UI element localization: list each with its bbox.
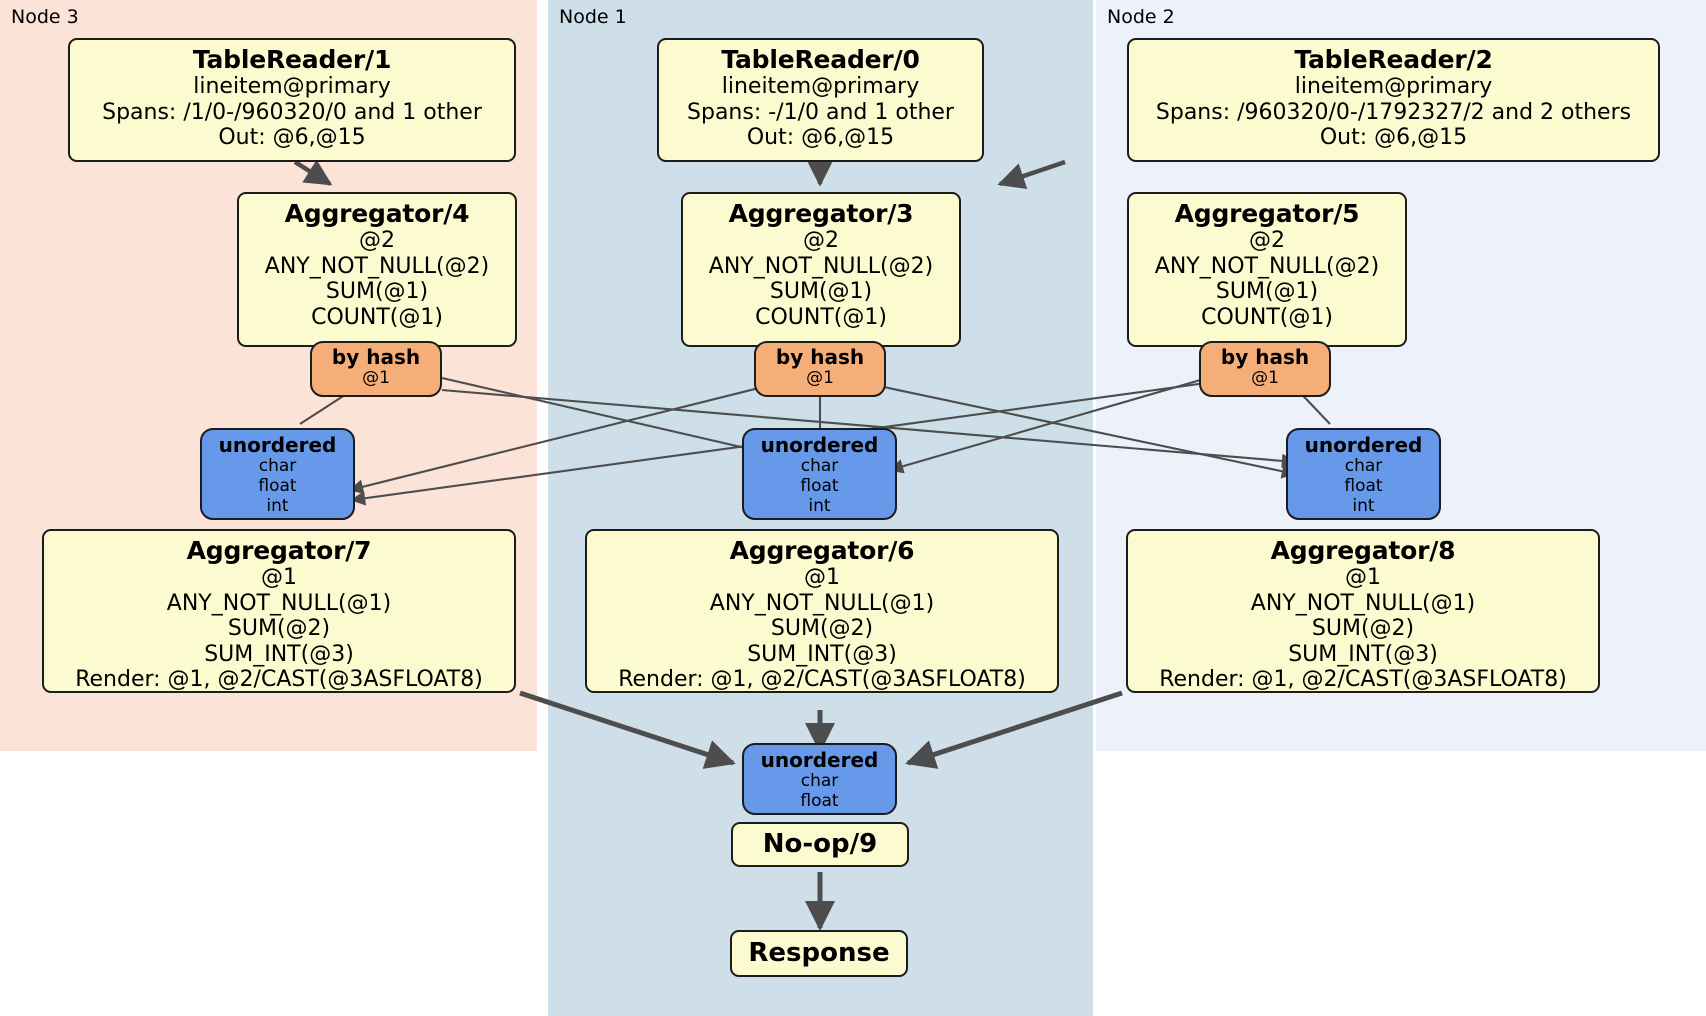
processor-detail-line: ANY_NOT_NULL(@1) bbox=[166, 590, 392, 616]
processor-detail-line: ANY_NOT_NULL(@2) bbox=[1154, 253, 1380, 279]
router-by-hash-node-2[interactable]: by hash @1 bbox=[1199, 341, 1331, 397]
processor-detail-line: Spans: -/1/0 and 1 other bbox=[687, 99, 954, 125]
synchronizer-unordered-node-2[interactable]: unordered char float int bbox=[1286, 428, 1441, 520]
processor-title: TableReader/1 bbox=[192, 45, 392, 74]
synchronizer-unordered-node-3[interactable]: unordered char float int bbox=[200, 428, 355, 520]
synchronizer-unordered-node-1[interactable]: unordered char float int bbox=[742, 428, 897, 520]
processor-detail-line: Out: @6,@15 bbox=[1319, 125, 1468, 151]
synchronizer-unordered-final[interactable]: unordered char float bbox=[742, 743, 897, 815]
router-detail-line: @1 bbox=[362, 368, 390, 389]
processor-title: Response bbox=[748, 938, 890, 969]
processor-render-line: Render: @1, @2/CAST(@3ASFLOAT8) bbox=[618, 667, 1026, 693]
synchronizer-type-line: float bbox=[800, 790, 839, 811]
processor-title: TableReader/2 bbox=[1294, 45, 1493, 74]
synchronizer-type-line: char bbox=[800, 456, 839, 477]
synchronizer-type-line: float bbox=[1344, 475, 1383, 496]
processor-detail-line: @1 bbox=[804, 565, 840, 590]
router-title: by hash bbox=[775, 345, 865, 369]
processor-table-reader-1[interactable]: TableReader/1 lineitem@primary Spans: /1… bbox=[68, 38, 516, 162]
processor-detail-line: SUM(@1) bbox=[325, 279, 429, 305]
processor-detail-line: SUM(@2) bbox=[1311, 616, 1415, 642]
processor-aggregator-7[interactable]: Aggregator/7 @1 ANY_NOT_NULL(@1) SUM(@2)… bbox=[42, 529, 516, 693]
processor-detail-line: @2 bbox=[1249, 228, 1285, 253]
router-title: by hash bbox=[331, 345, 421, 369]
processor-detail-line: Spans: /960320/0-/1792327/2 and 2 others bbox=[1155, 99, 1632, 125]
processor-title: TableReader/0 bbox=[721, 45, 920, 74]
processor-table-reader-2[interactable]: TableReader/2 lineitem@primary Spans: /9… bbox=[1127, 38, 1660, 162]
processor-detail-line: Spans: /1/0-/960320/0 and 1 other bbox=[102, 99, 482, 125]
node-panel-label-node-2: Node 2 bbox=[1107, 6, 1175, 28]
processor-detail-line: COUNT(@1) bbox=[1201, 304, 1333, 330]
processor-detail-line: Out: @6,@15 bbox=[746, 125, 895, 151]
processor-title: Aggregator/7 bbox=[186, 536, 372, 565]
processor-title: Aggregator/8 bbox=[1270, 536, 1456, 565]
processor-render-line: Render: @1, @2/CAST(@3ASFLOAT8) bbox=[1159, 667, 1567, 693]
router-by-hash-node-3[interactable]: by hash @1 bbox=[310, 341, 442, 397]
processor-title: Aggregator/5 bbox=[1174, 199, 1360, 228]
router-by-hash-node-1[interactable]: by hash @1 bbox=[754, 341, 886, 397]
processor-detail-line: lineitem@primary bbox=[1294, 74, 1493, 99]
router-detail-line: @1 bbox=[1251, 368, 1279, 389]
processor-aggregator-6[interactable]: Aggregator/6 @1 ANY_NOT_NULL(@1) SUM(@2)… bbox=[585, 529, 1059, 693]
processor-detail-line: SUM(@2) bbox=[770, 616, 874, 642]
node-panel-label-node-3: Node 3 bbox=[11, 6, 79, 28]
processor-response[interactable]: Response bbox=[730, 930, 908, 977]
synchronizer-type-line: int bbox=[1352, 495, 1375, 516]
processor-title: Aggregator/4 bbox=[284, 199, 470, 228]
processor-detail-line: ANY_NOT_NULL(@2) bbox=[264, 253, 490, 279]
router-detail-line: @1 bbox=[806, 368, 834, 389]
processor-aggregator-4[interactable]: Aggregator/4 @2 ANY_NOT_NULL(@2) SUM(@1)… bbox=[237, 192, 517, 347]
synchronizer-title: unordered bbox=[1304, 433, 1423, 457]
processor-detail-line: SUM_INT(@3) bbox=[1288, 641, 1438, 667]
processor-detail-line: ANY_NOT_NULL(@2) bbox=[708, 253, 934, 279]
router-title: by hash bbox=[1220, 345, 1310, 369]
processor-title: Aggregator/3 bbox=[728, 199, 914, 228]
synchronizer-title: unordered bbox=[760, 748, 879, 772]
processor-title: Aggregator/6 bbox=[729, 536, 915, 565]
processor-aggregator-3[interactable]: Aggregator/3 @2 ANY_NOT_NULL(@2) SUM(@1)… bbox=[681, 192, 961, 347]
processor-detail-line: SUM(@2) bbox=[227, 616, 331, 642]
synchronizer-type-line: char bbox=[800, 771, 839, 792]
processor-detail-line: SUM(@1) bbox=[1215, 279, 1319, 305]
processor-detail-line: @2 bbox=[359, 228, 395, 253]
synchronizer-title: unordered bbox=[760, 433, 879, 457]
processor-render-line: Render: @1, @2/CAST(@3ASFLOAT8) bbox=[75, 667, 483, 693]
processor-detail-line: ANY_NOT_NULL(@1) bbox=[709, 590, 935, 616]
processor-aggregator-5[interactable]: Aggregator/5 @2 ANY_NOT_NULL(@2) SUM(@1)… bbox=[1127, 192, 1407, 347]
processor-detail-line: COUNT(@1) bbox=[311, 304, 443, 330]
processor-detail-line: Out: @6,@15 bbox=[218, 125, 366, 151]
processor-aggregator-8[interactable]: Aggregator/8 @1 ANY_NOT_NULL(@1) SUM(@2)… bbox=[1126, 529, 1600, 693]
processor-title: No-op/9 bbox=[762, 829, 878, 860]
processor-detail-line: @1 bbox=[1345, 565, 1381, 590]
synchronizer-type-line: int bbox=[808, 495, 831, 516]
synchronizer-type-line: int bbox=[266, 495, 289, 516]
processor-detail-line: @1 bbox=[261, 565, 297, 590]
synchronizer-type-line: char bbox=[258, 456, 297, 477]
synchronizer-type-line: float bbox=[800, 475, 839, 496]
processor-detail-line: @2 bbox=[803, 228, 839, 253]
processor-detail-line: COUNT(@1) bbox=[755, 304, 887, 330]
processor-noop-9[interactable]: No-op/9 bbox=[731, 822, 909, 867]
processor-detail-line: lineitem@primary bbox=[193, 74, 391, 99]
processor-detail-line: lineitem@primary bbox=[721, 74, 920, 99]
processor-detail-line: ANY_NOT_NULL(@1) bbox=[1250, 590, 1476, 616]
processor-detail-line: SUM(@1) bbox=[769, 279, 873, 305]
synchronizer-title: unordered bbox=[218, 433, 337, 457]
processor-detail-line: SUM_INT(@3) bbox=[747, 641, 897, 667]
synchronizer-type-line: char bbox=[1344, 456, 1383, 477]
node-panel-label-node-1: Node 1 bbox=[559, 6, 627, 28]
processor-detail-line: SUM_INT(@3) bbox=[204, 641, 354, 667]
synchronizer-type-line: float bbox=[258, 475, 297, 496]
processor-table-reader-0[interactable]: TableReader/0 lineitem@primary Spans: -/… bbox=[657, 38, 984, 162]
